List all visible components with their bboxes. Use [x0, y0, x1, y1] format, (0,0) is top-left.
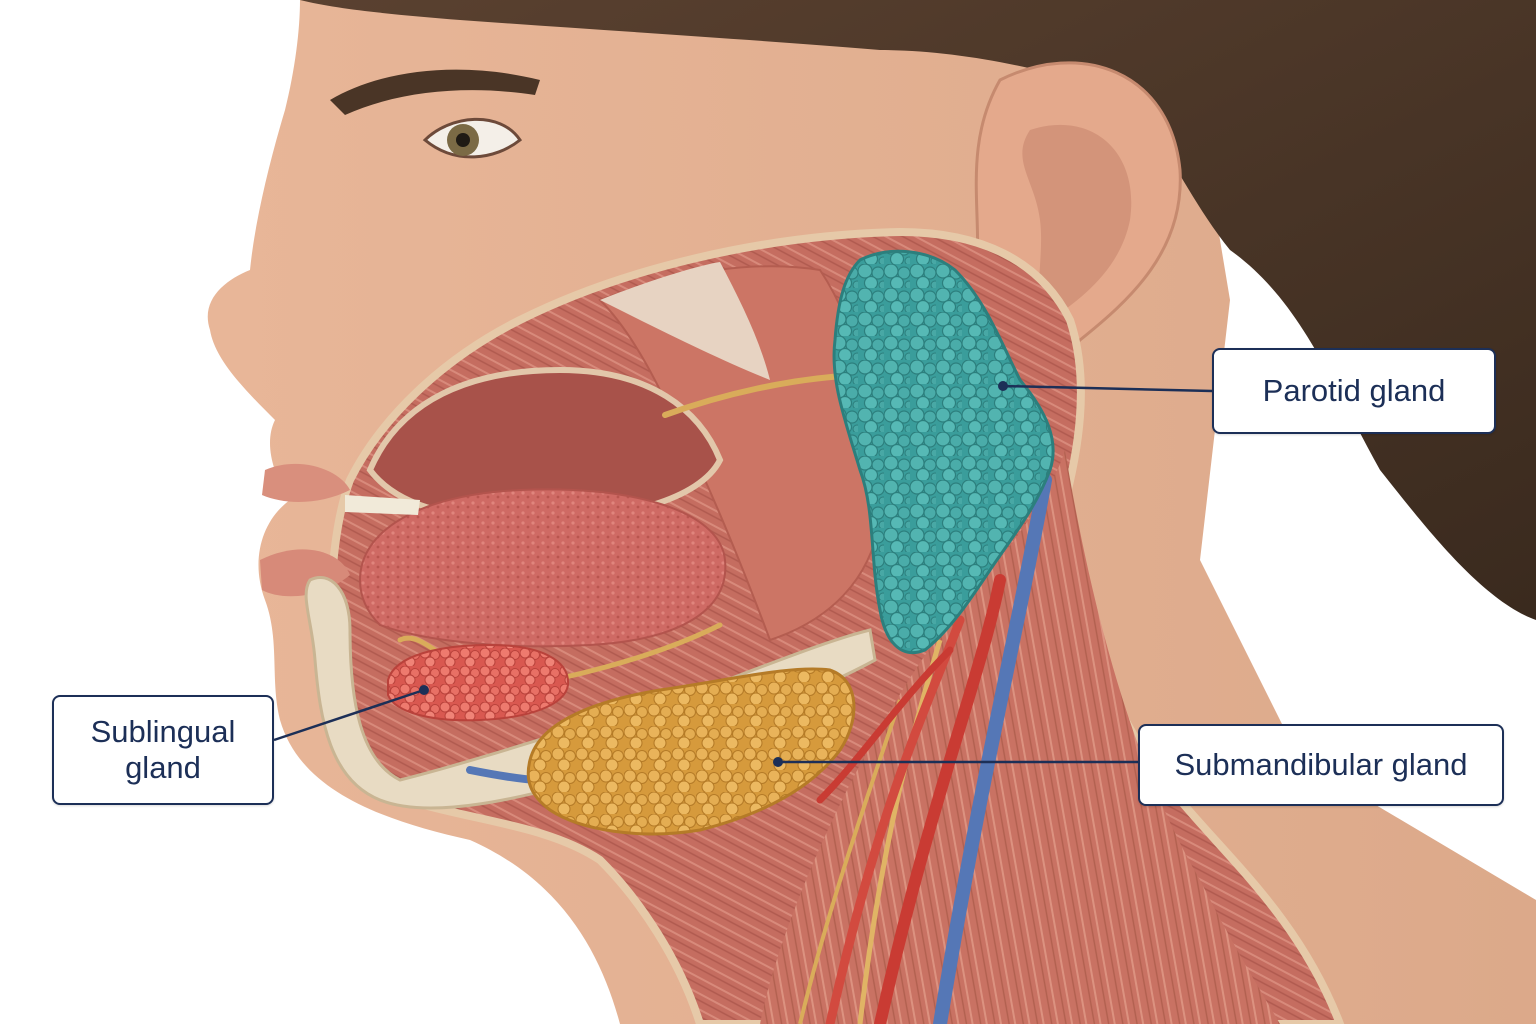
upper-lip — [262, 463, 350, 502]
tongue — [358, 488, 727, 648]
artery-carotid — [874, 574, 1006, 1024]
label-submandibular-text: Submandibular gland — [1174, 747, 1468, 782]
tendon — [600, 262, 770, 380]
label-parotid-gland: Parotid gland — [1212, 348, 1496, 434]
eyebrow — [330, 69, 540, 115]
label-sublingual-text: Sublingual gland — [90, 714, 236, 785]
vein-jugular — [933, 473, 1052, 1024]
label-sublingual-gland: Sublingual gland — [52, 695, 274, 805]
teeth — [345, 495, 420, 515]
neck-muscle — [760, 450, 1280, 1024]
label-submandibular-gland: Submandibular gland — [1138, 724, 1504, 806]
hair — [300, 0, 1536, 620]
label-parotid-text: Parotid gland — [1262, 373, 1446, 408]
nerve-neck-2 — [798, 699, 902, 1024]
sublingual-gland — [387, 643, 570, 722]
nerve-neck — [857, 639, 943, 1024]
parotid-gland — [832, 249, 1055, 655]
pupil — [456, 133, 470, 147]
artery-facial — [816, 646, 954, 804]
submandibular-gland — [526, 667, 856, 836]
ear-inner — [1022, 124, 1132, 321]
